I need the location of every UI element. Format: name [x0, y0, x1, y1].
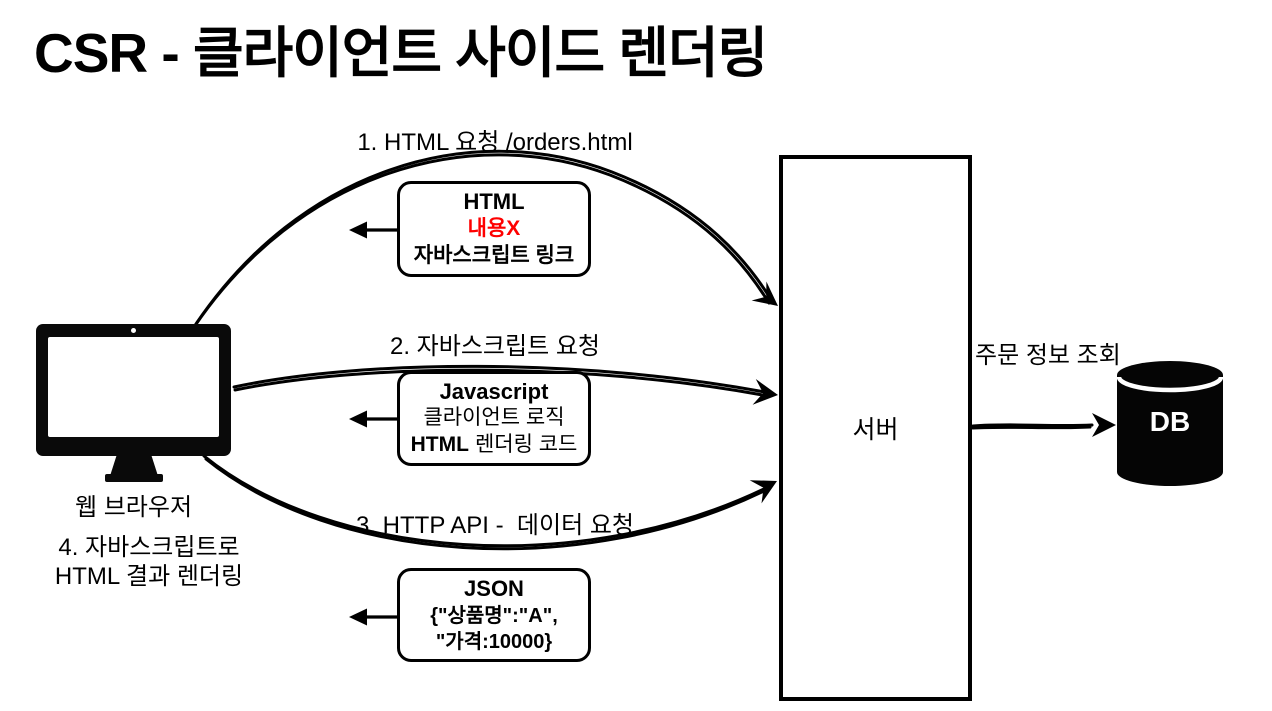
- arrow-request-html-icon: [192, 149, 778, 329]
- step4-line1: 4. 자바스크립트로: [58, 534, 240, 561]
- arrow-request-js-icon: [232, 364, 778, 405]
- arrow-request-api-icon: [202, 454, 777, 551]
- arrow-response-js-icon: [349, 410, 397, 428]
- response-box-javascript-render-code-rest: 렌더링 코드: [474, 433, 578, 457]
- arrow-response-html-icon: [349, 221, 397, 239]
- response-box-json: JSON {"상품명":"A", "가격:10000}: [397, 568, 591, 662]
- server-box: 서버: [779, 155, 972, 701]
- monitor-camera-dot: [131, 328, 136, 333]
- response-box-javascript: Javascript 클라이언트 로직 HTML 렌더링 코드: [397, 371, 591, 466]
- arrow-db-query-icon: [971, 413, 1116, 437]
- database-icon: DB: [1116, 360, 1224, 488]
- response-box-javascript-client-logic: 클라이언트 로직: [423, 406, 565, 430]
- flow2-label: 2. 자바스크립트 요청: [390, 333, 600, 360]
- response-box-javascript-render-code-bold: HTML: [410, 433, 469, 457]
- server-label: 서버: [852, 416, 899, 444]
- database-cylinder: [1116, 361, 1224, 486]
- monitor-base: [105, 474, 163, 482]
- response-box-javascript-title: Javascript: [439, 378, 549, 404]
- monitor-stand: [110, 455, 158, 476]
- browser-label: 웹 브라우저: [74, 494, 193, 521]
- response-box-json-line2: {"상품명":"A",: [430, 604, 558, 627]
- step4-note: 4. 자바스크립트로 HTML 결과 렌더링: [8, 533, 290, 592]
- arrow-response-json-icon: [349, 608, 397, 626]
- page-title: CSR - 클라이언트 사이드 렌더링: [34, 22, 768, 84]
- response-box-json-line3: "가격:10000}: [435, 630, 553, 653]
- response-box-javascript-render-code: HTML 렌더링 코드: [411, 432, 578, 459]
- step4-line2: HTML 결과 렌더링: [54, 563, 244, 591]
- db-query-label: 주문 정보 조회: [975, 342, 1121, 369]
- response-box-html-title: HTML: [463, 189, 525, 215]
- response-box-html: HTML 내용X 자바스크립트 링크: [397, 181, 591, 277]
- response-box-json-title: JSON: [464, 576, 524, 602]
- db-label: DB: [1149, 406, 1191, 437]
- response-box-html-no-content: 내용X: [467, 216, 521, 240]
- response-box-html-js-link: 자바스크립트 링크: [413, 243, 575, 267]
- monitor-icon: [36, 324, 231, 482]
- monitor-screen: [48, 337, 219, 437]
